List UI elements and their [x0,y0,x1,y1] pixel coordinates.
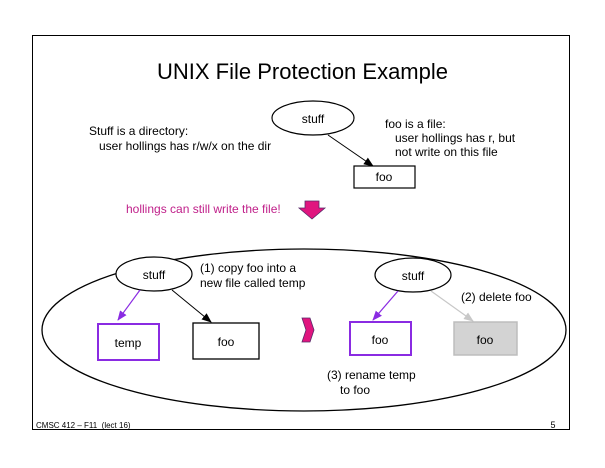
dir-note-line-1: Stuff is a directory: [89,124,188,138]
temp-file-label: temp [115,336,142,350]
footer-page-number: 5 [550,420,555,430]
left-dir-label: stuff [143,268,166,282]
left-dir-node [115,256,193,292]
step2-text: (2) delete foo [461,290,532,304]
down-arrow-icon [297,200,327,220]
right-arrow-icon [301,317,315,343]
step3-line-1: (3) rename temp [327,368,416,382]
renamed-foo-node [349,321,412,356]
step1-line-1: (1) copy foo into a [200,261,296,275]
footer-course: CMSC 412 – F11 (lect 16) [36,421,131,430]
step3-line-2: to foo [340,383,370,397]
top-file-node [353,165,416,189]
right-dir-to-deleted-arrow [430,290,474,322]
deleted-foo-node [453,321,518,356]
slide-title: UNIX File Protection Example [157,59,448,84]
right-dir-to-foo-arrow [372,290,399,321]
left-dir-to-temp-arrow [117,289,141,321]
file-note-line-1: foo is a file: [385,117,446,131]
deleted-foo-label: foo [477,333,494,347]
file-note-line-2: user hollings has r, but [385,131,516,145]
step1-line-2: new file called temp [200,276,306,290]
renamed-foo-label: foo [372,333,389,347]
top-dir-to-file-arrow [327,134,374,167]
steps-boundary [41,248,567,412]
left-dir-to-foo-arrow [171,289,212,323]
temp-file-node [97,323,160,361]
callout-text: hollings can still write the file! [126,202,281,216]
file-note-line-3: not write on this file [385,145,498,159]
right-dir-node [374,257,452,293]
slide-frame [32,35,570,430]
top-file-label: foo [376,170,393,184]
top-dir-node [271,100,355,136]
left-foo-node [192,322,260,360]
top-dir-label: stuff [302,112,325,126]
dir-note-line-2: user hollings has r/w/x on the dir [89,139,271,153]
left-foo-label: foo [218,335,235,349]
right-dir-label: stuff [402,269,425,283]
